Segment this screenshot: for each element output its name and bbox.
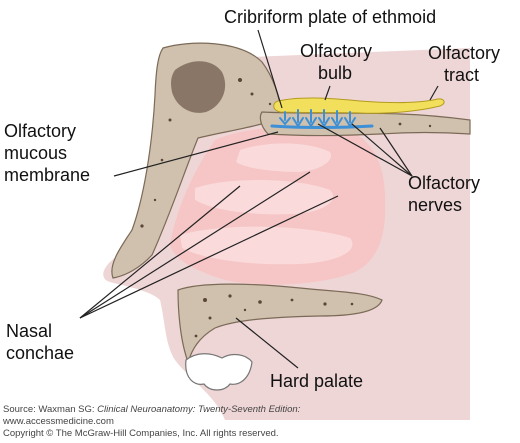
source-prefix: Source: Waxman SG:: [3, 404, 98, 415]
label-olfactory-tract-line-1: Olfactory: [428, 43, 501, 63]
label-olfactory-bulb-line-1: Olfactory: [300, 41, 373, 61]
olfactory-tract: [273, 97, 445, 114]
frontal-sinus: [171, 61, 226, 113]
leader-mucous-membrane: [113, 131, 279, 177]
leader-nerves-1: [317, 123, 413, 177]
label-mucous-line-1: Olfactory: [4, 121, 77, 141]
label-olfactory-bulb-line-2: bulb: [318, 63, 353, 83]
leader-lines: [79, 29, 439, 369]
website-link[interactable]: www.accessmedicine.com: [3, 416, 114, 427]
leader-conchae-1: [79, 185, 241, 319]
superior-concha: [236, 143, 332, 172]
label-nerves-line-2: nerves: [408, 195, 463, 215]
label-cribriform-plate: Cribriform plate of ethmoid: [224, 7, 437, 27]
leader-conchae-3: [79, 195, 339, 319]
leader-olfactory-tract: [429, 85, 439, 101]
label-mucous-line-3: membrane: [4, 165, 91, 185]
label-hard-palate: Hard palate: [270, 371, 364, 391]
leader-conchae-2: [79, 171, 311, 319]
label-mucous-line-2: mucous: [4, 143, 68, 163]
label-nerves-line-1: Olfactory: [408, 173, 481, 193]
leader-nerves-2: [351, 123, 413, 177]
inferior-concha: [180, 226, 353, 265]
olfactory-nerve-base: [270, 124, 374, 129]
source-citation: Source: Waxman SG: Clinical Neuroanatomy…: [3, 404, 300, 416]
middle-concha: [195, 179, 334, 215]
upper-teeth: [185, 353, 253, 391]
bone-pores: [140, 78, 432, 338]
leader-hard-palate: [235, 317, 299, 369]
label-olfactory-tract: Olfactory tract: [428, 42, 500, 86]
copyright-notice: Copyright © The McGraw-Hill Companies, I…: [3, 428, 279, 439]
label-conchae-line-2: conchae: [6, 343, 75, 363]
label-olfactory-mucous-membrane: Olfactory mucous membrane: [4, 120, 90, 186]
label-olfactory-bulb: Olfactory bulb: [300, 40, 372, 84]
label-olfactory-nerves: Olfactory nerves: [408, 172, 480, 216]
leader-nerves-3: [379, 127, 413, 177]
frontal-nasal-bone: [111, 42, 283, 279]
leader-olfactory-bulb: [324, 85, 331, 101]
leader-cribriform: [257, 29, 283, 109]
label-conchae-line-1: Nasal: [6, 321, 53, 341]
label-nasal-conchae: Nasal conchae: [6, 320, 74, 364]
source-title: Clinical Neuroanatomy: Twenty-Seventh Ed…: [97, 404, 301, 415]
label-olfactory-tract-line-2: tract: [444, 65, 480, 85]
